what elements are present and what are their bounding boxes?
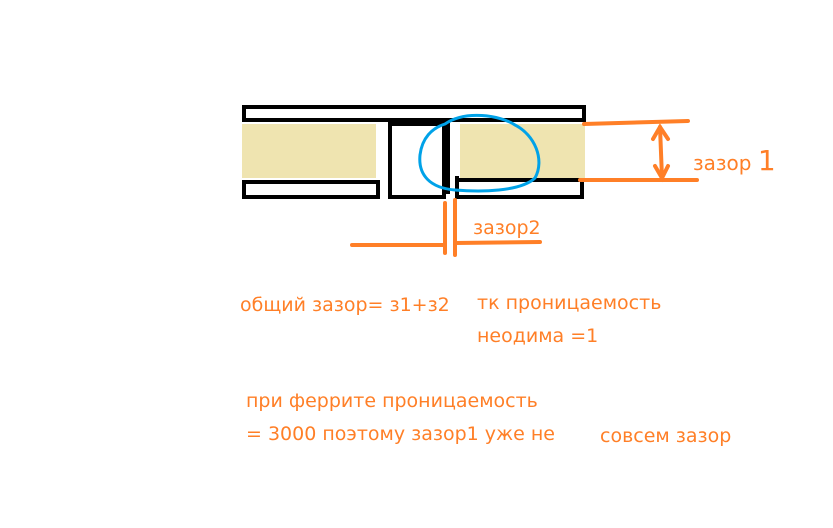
gap2-label: зазор2 (473, 217, 541, 239)
gap1-dimension (578, 119, 699, 183)
total-gap-text: общий зазор= з1+з2 (240, 294, 450, 316)
gap1-number: 1 (757, 144, 776, 177)
right-magnet (460, 124, 585, 178)
ferrite-text-3: совсем зазор (600, 425, 732, 447)
gap1-label: зазор 1 (693, 147, 776, 175)
total-gap-text-b: тк проницаемость (477, 292, 662, 314)
highlight-circle (418, 113, 541, 193)
left-bottom-plate (242, 180, 380, 199)
ferrite-text-2: = 3000 поэтому зазор1 уже не (246, 423, 556, 445)
neodymium-text: неодима =1 (477, 325, 599, 347)
gap2-dimension (350, 198, 542, 257)
gap1-text: зазор (693, 151, 752, 175)
top-plate (242, 105, 586, 122)
left-magnet (242, 124, 376, 178)
ferrite-text-1: при феррите проницаемость (246, 390, 538, 412)
center-core (388, 122, 446, 199)
